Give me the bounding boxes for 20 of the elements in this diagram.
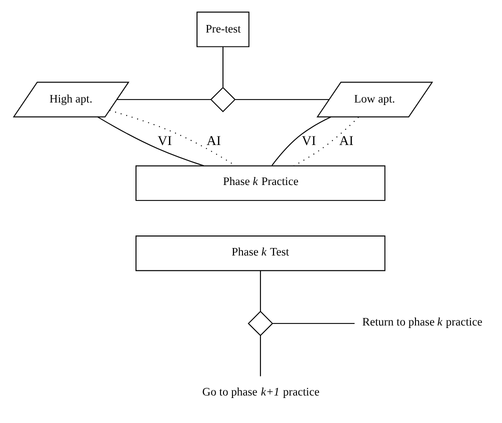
connector bbox=[96, 116, 204, 166]
node-text: Return to phase k practice bbox=[362, 316, 482, 328]
connector bbox=[259, 335, 260, 377]
connector bbox=[272, 322, 355, 324]
edge-label: AI bbox=[338, 132, 353, 148]
connector bbox=[259, 270, 260, 312]
edge-label: VI bbox=[157, 132, 172, 148]
edge-label: AI bbox=[206, 132, 220, 148]
connector bbox=[292, 116, 359, 166]
connector bbox=[271, 116, 331, 166]
connector bbox=[234, 99, 329, 100]
node-text: Go to phase k+1 practice bbox=[202, 386, 319, 399]
connector bbox=[116, 99, 211, 100]
connector bbox=[222, 46, 223, 88]
node-diamond bbox=[247, 310, 273, 336]
node-box: Pre-test bbox=[196, 12, 249, 48]
edge-label: VI bbox=[301, 132, 316, 148]
node-box: Phase k Practice bbox=[135, 165, 385, 201]
node-box: Phase k Test bbox=[135, 236, 385, 272]
node-diamond bbox=[210, 86, 236, 112]
